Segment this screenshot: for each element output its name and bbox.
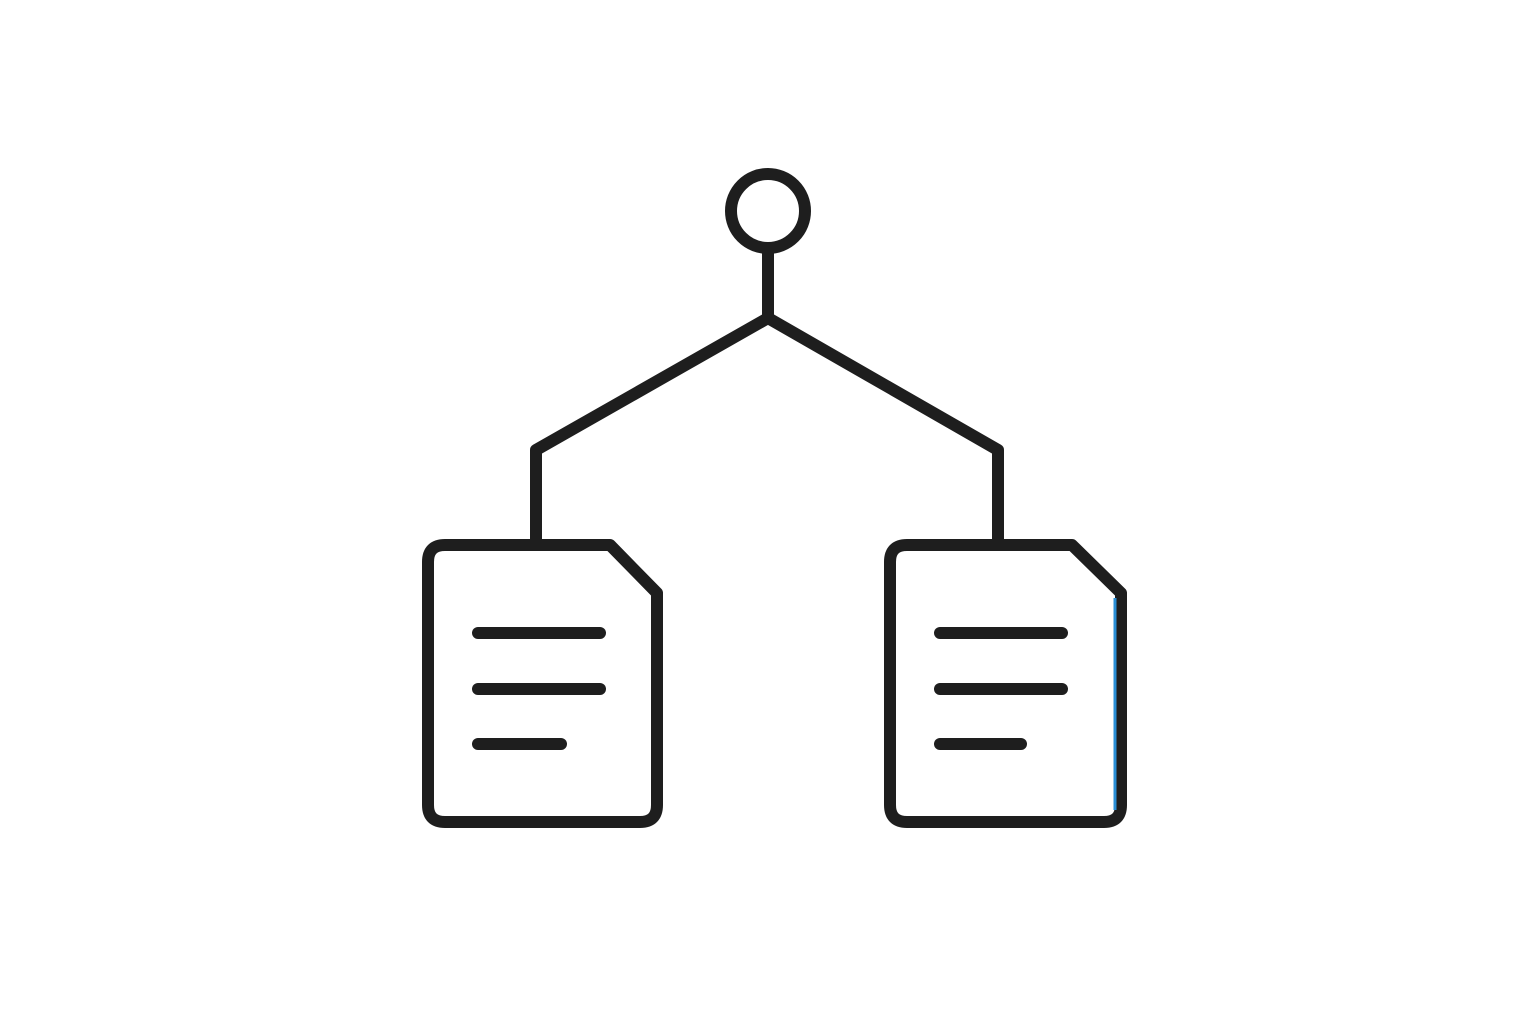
document-outline [884,539,1127,828]
branch-connector-icon [530,242,1004,550]
right-branch-line [762,312,1004,550]
left-branch-line [530,312,774,550]
document-outline [422,539,663,828]
root-node-circle-icon [725,168,811,254]
left-document-icon [422,539,663,828]
right-document-icon [884,539,1127,828]
